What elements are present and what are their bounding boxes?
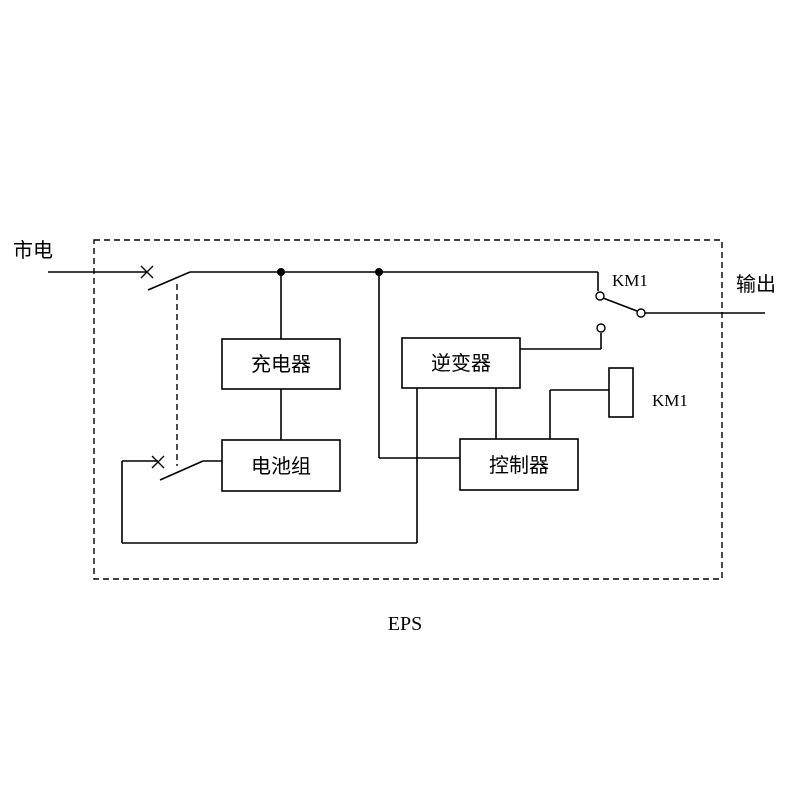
inverter-box — [401, 337, 521, 389]
battery-breaker-cross-icon — [151, 455, 165, 469]
km1-switch-blade — [602, 297, 638, 312]
battery-label: 电池组 — [251, 454, 311, 478]
controller-label: 控制器 — [489, 453, 549, 477]
output-label: 输出 — [736, 272, 776, 296]
km1-coil-label: KM1 — [652, 391, 688, 410]
mains-breaker-cross-icon — [140, 265, 154, 279]
charger-label: 充电器 — [251, 352, 311, 376]
battery-breaker-blade — [159, 460, 204, 481]
inverter-label: 逆变器 — [431, 351, 491, 375]
km1-nc-contact — [596, 323, 606, 333]
km1-switch-label: KM1 — [612, 271, 648, 290]
km1-coil-box — [608, 367, 634, 418]
mains-breaker-blade — [147, 271, 191, 291]
eps-caption: EPS — [388, 613, 422, 635]
km1-output-contact — [636, 308, 646, 318]
controller-box — [459, 438, 579, 491]
mains-label: 市电 — [13, 238, 53, 262]
km1-common-contact — [595, 291, 605, 301]
battery-box — [221, 439, 341, 492]
eps-enclosure — [93, 239, 723, 580]
charger-box — [221, 338, 341, 390]
